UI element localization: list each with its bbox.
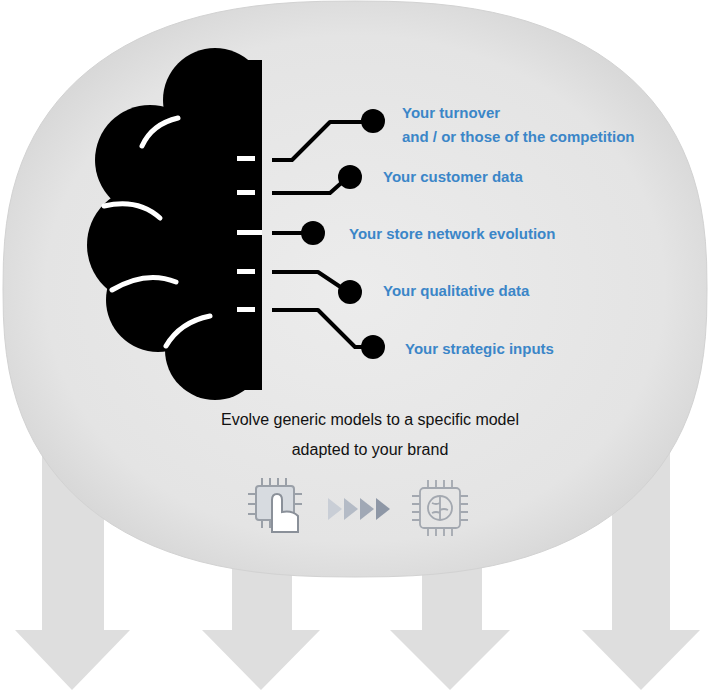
caption-text: Evolve generic models to a specific mode… (180, 405, 560, 465)
brain-dashes (237, 156, 262, 312)
input-label: Your turnover and / or those of the comp… (402, 101, 702, 149)
input-label: Your strategic inputs (405, 338, 685, 360)
brain-folds (104, 118, 210, 346)
input-label: Your customer data (383, 166, 683, 188)
input-label: Your qualitative data (383, 280, 683, 302)
ellipse-shape (3, 1, 707, 577)
input-label: Your store network evolution (349, 223, 649, 245)
